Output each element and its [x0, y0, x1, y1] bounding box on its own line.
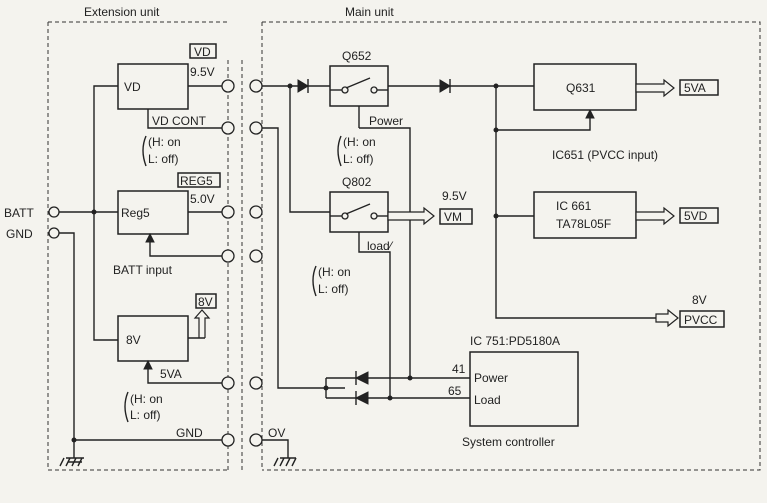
fivevd-arrow	[635, 206, 675, 226]
vd-tag	[189, 43, 217, 59]
ic661-label: IC 661	[556, 199, 592, 213]
ta78l05f-label: TA78L05F	[556, 217, 611, 231]
diode-out	[439, 79, 451, 93]
main-unit-outline	[262, 21, 761, 471]
vd-voltage: 9.5V	[190, 65, 215, 79]
pvcc-voltage: 8V	[692, 293, 707, 307]
reg5-tag-label: REG5	[180, 174, 213, 188]
eight-v-block-label: 8V	[126, 333, 141, 347]
ground-symbol-left	[59, 457, 84, 467]
system-controller-label: System controller	[462, 435, 555, 449]
fivevd-output	[679, 207, 719, 224]
fiveva-output	[679, 79, 719, 96]
vm-voltage: 9.5V	[442, 189, 467, 203]
q802-load-label: load⁄	[367, 239, 394, 253]
pvcc-output-label: PVCC	[684, 313, 718, 327]
pin65-label: 65	[448, 384, 462, 398]
pvcc-arrow	[655, 308, 679, 328]
fiveva-in-label: 5VA	[160, 367, 182, 381]
q652-power-label: Power	[369, 114, 403, 128]
diode-power	[354, 371, 369, 385]
q631-label: Q631	[566, 81, 596, 95]
vd-h-on: (H: on	[148, 135, 181, 149]
reg5-block-label: Reg5	[121, 206, 150, 220]
q652-label: Q652	[342, 49, 372, 63]
vd-block-label: VD	[124, 80, 141, 94]
ic751-block	[469, 351, 579, 427]
ic651-label: IC651 (PVCC input)	[552, 148, 658, 162]
eight-v-h-on: (H: on	[130, 392, 163, 406]
vm-arrow	[387, 206, 435, 226]
q652-h-on: (H: on	[343, 135, 376, 149]
reg5-block	[117, 190, 189, 235]
q652-switch	[329, 65, 389, 107]
q802-label: Q802	[342, 175, 372, 189]
extension-unit-title: Extension unit	[84, 5, 160, 19]
extension-unit-outline	[47, 21, 228, 471]
pvcc-output	[679, 310, 725, 328]
fiveva-arrow	[635, 78, 675, 98]
eight-v-l-off: L: off)	[130, 408, 160, 422]
batt-input-label: BATT input	[113, 263, 173, 277]
diode-in	[297, 79, 309, 93]
vm-output-label: VM	[444, 210, 462, 224]
batt-label: BATT	[4, 206, 34, 220]
eight-v-tag	[195, 293, 217, 309]
q802-l-off: L: off)	[318, 282, 348, 296]
eight-v-block	[117, 315, 189, 362]
pin41-label: 41	[452, 362, 466, 376]
q652-l-off: L: off)	[343, 152, 373, 166]
gnd-label: GND	[6, 227, 33, 241]
q802-switch	[329, 191, 389, 233]
gnd-bottom-label: GND	[176, 426, 203, 440]
diode-load	[354, 391, 369, 405]
main-unit-title: Main unit	[345, 5, 394, 19]
reg5-tag	[177, 172, 221, 188]
vd-tag-label: VD	[194, 45, 211, 59]
power-pin-label: Power	[474, 371, 508, 385]
vd-l-off: L: off)	[148, 152, 178, 166]
gnd-terminal	[48, 227, 60, 239]
vd-cont-label: VD CONT	[152, 114, 207, 128]
q802-h-on: (H: on	[318, 265, 351, 279]
vm-output	[439, 208, 473, 225]
load-pin-label: Load	[474, 393, 501, 407]
ic751-title: IC 751:PD5180A	[470, 334, 560, 348]
fiveva-output-label: 5VA	[684, 81, 706, 95]
fivevd-output-label: 5VD	[684, 209, 708, 223]
ov-label: OV	[268, 426, 285, 440]
reg5-voltage: 5.0V	[190, 192, 215, 206]
eight-v-tag-label: 8V	[198, 295, 213, 309]
batt-terminal	[48, 206, 60, 218]
